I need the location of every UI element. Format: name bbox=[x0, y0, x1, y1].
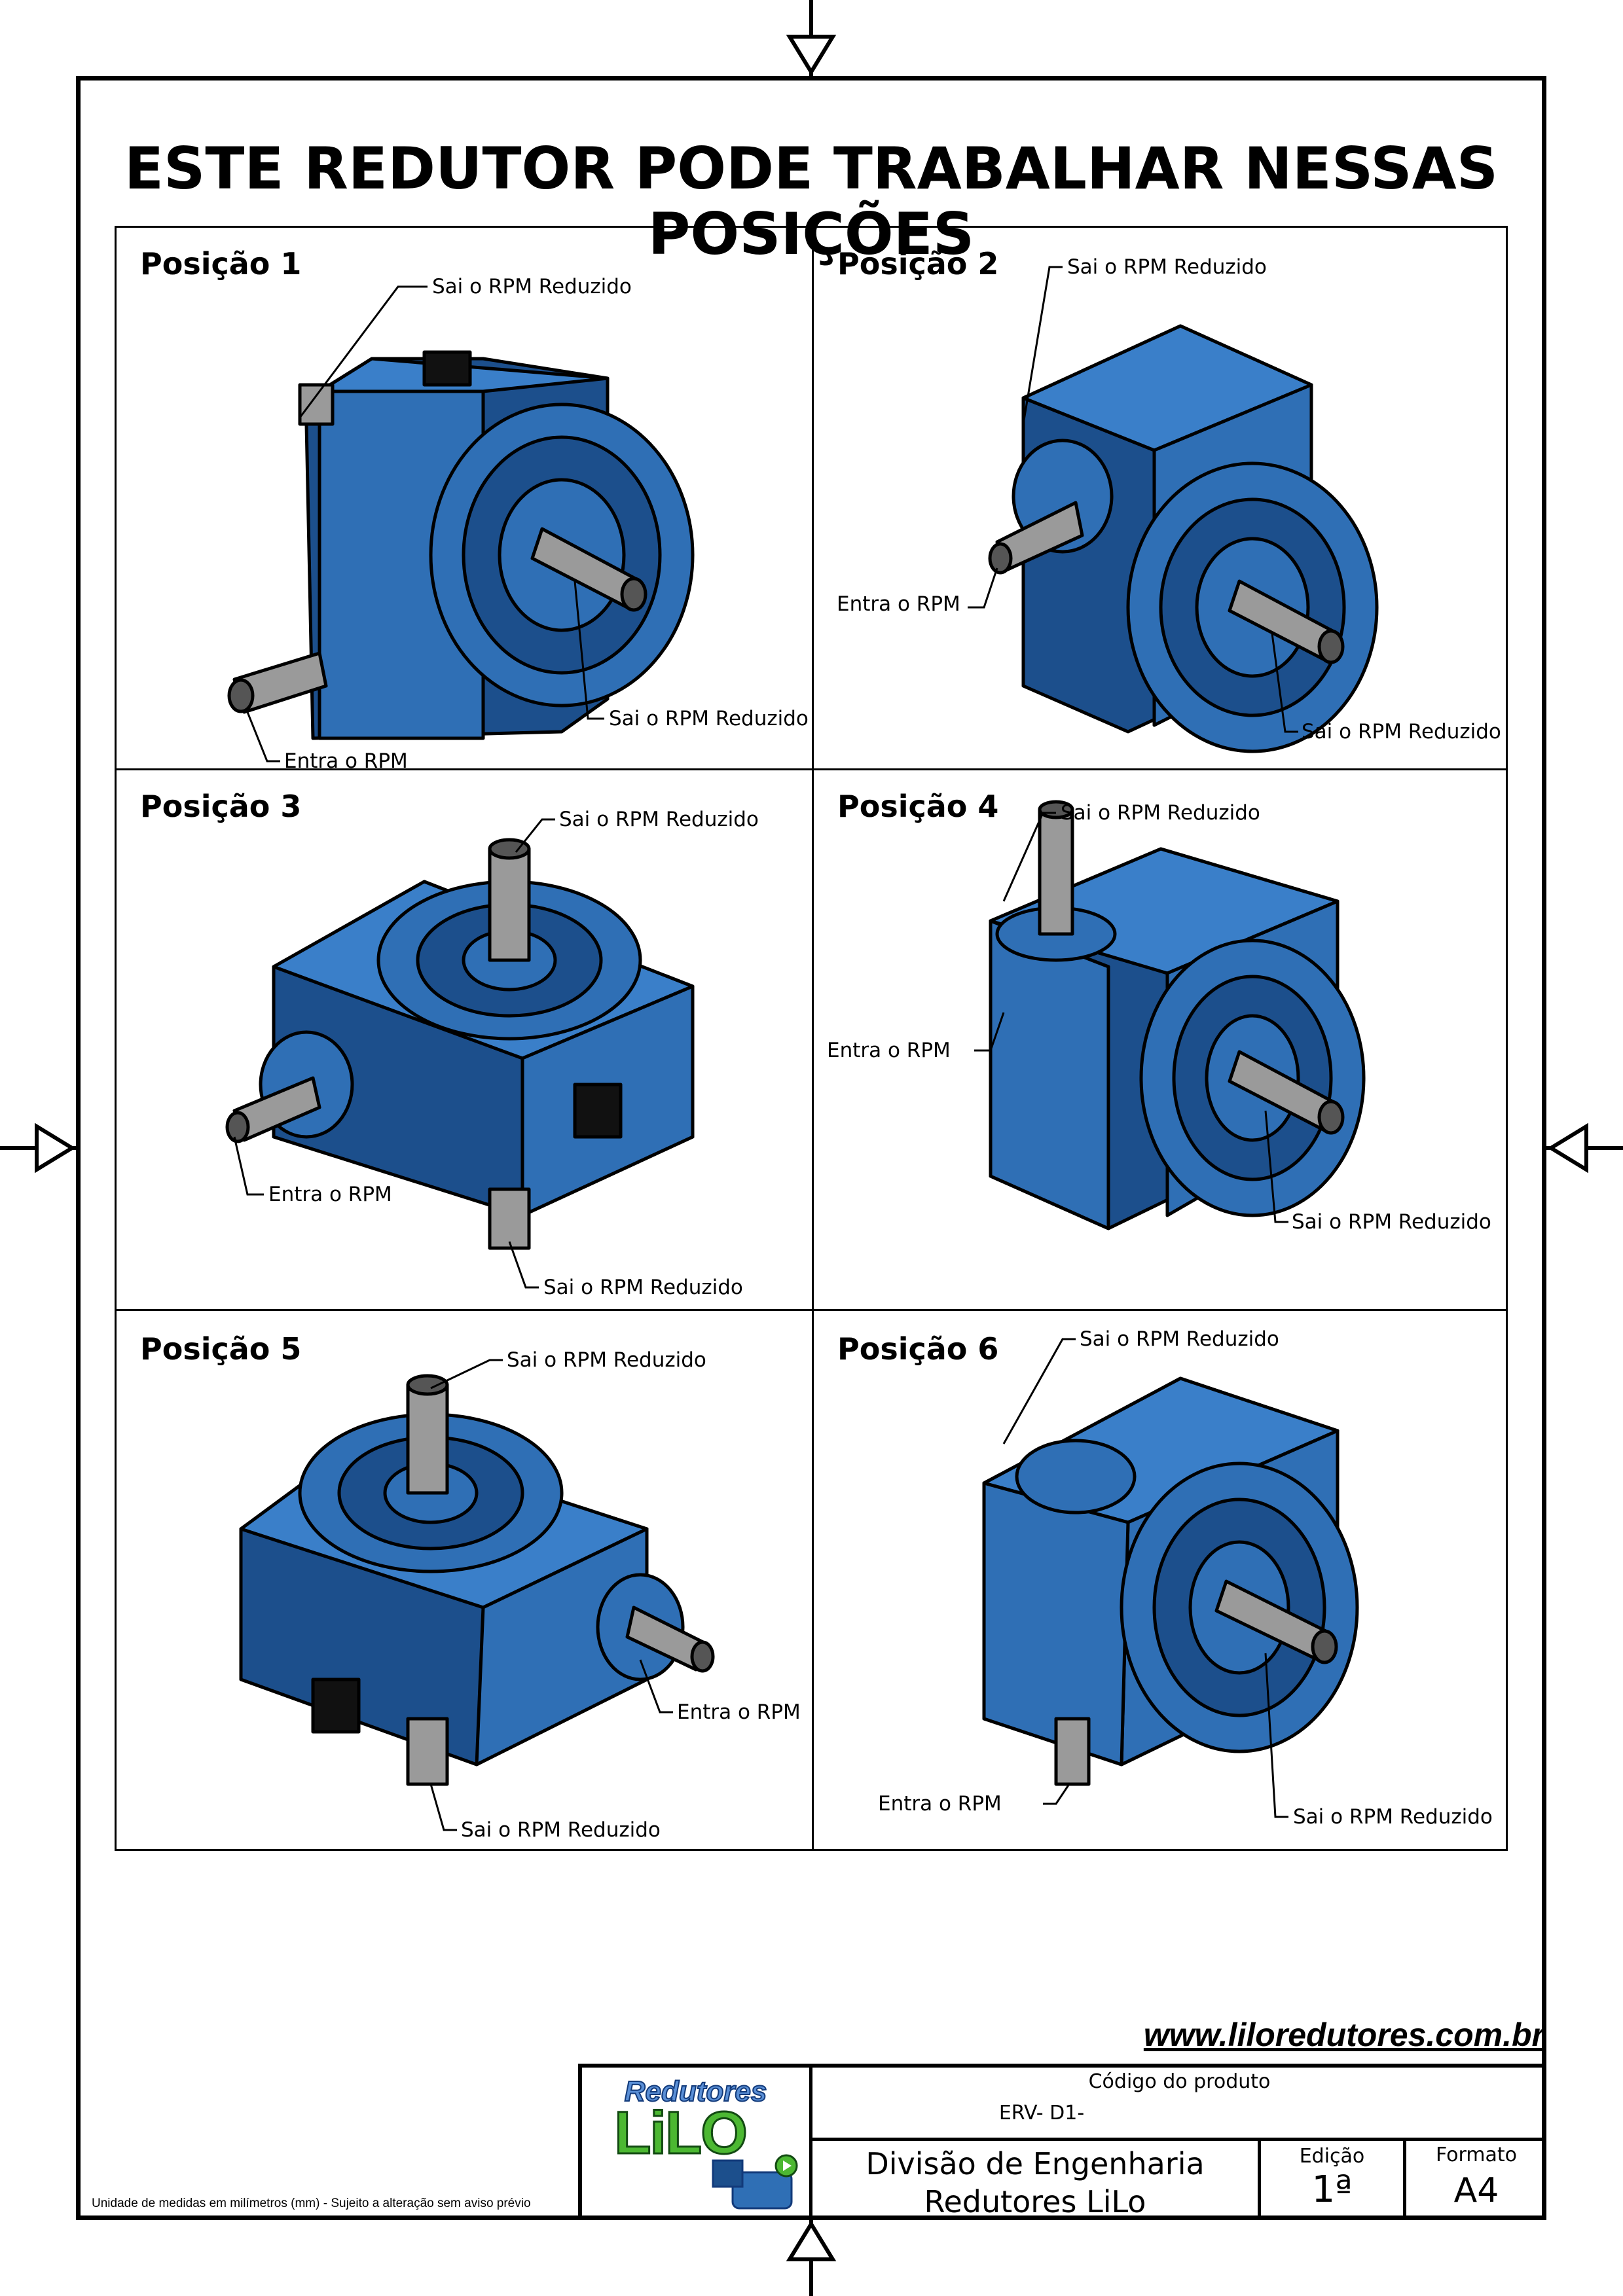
label-input: Entra o RPM bbox=[284, 749, 408, 768]
title-block: Redutores LiLO Código do produto ERV- D1… bbox=[578, 2064, 1546, 2220]
positions-grid: Posição 1 Sai o RPM Reduzi bbox=[115, 226, 1508, 1851]
position-3-title: Posição 3 bbox=[140, 789, 302, 824]
position-1-panel: Posição 1 Sai o RPM Reduzi bbox=[117, 228, 812, 768]
website-link[interactable]: www.liloredutores.com.br bbox=[1143, 2017, 1544, 2053]
label-output: Sai o RPM Reduzido bbox=[1061, 801, 1260, 825]
position-2-panel: Posição 2 Sai o RPM Reduzido bbox=[814, 228, 1509, 768]
reducer-illustration: Sai o RPM Reduzido Entra o RPM Sai o RPM… bbox=[878, 1327, 1493, 1829]
label-output: Sai o RPM Reduzido bbox=[507, 1348, 706, 1372]
company-logo: Redutores LiLO bbox=[582, 2068, 809, 2220]
position-4-panel: Posição 4 Sai o RPM Reduzi bbox=[814, 770, 1509, 1311]
label-output: Sai o RPM Reduzido bbox=[559, 808, 759, 831]
reducer-illustration: Sai o RPM Reduzido Entra o RPM Sai o RPM… bbox=[827, 800, 1491, 1234]
label-output: Sai o RPM Reduzido bbox=[461, 1818, 661, 1842]
label-output: Sai o RPM Reduzido bbox=[432, 275, 632, 298]
logo-wordmark: LiLO bbox=[613, 2099, 749, 2168]
label-input: Entra o RPM bbox=[827, 1039, 951, 1062]
company-name: Redutores LiLo bbox=[924, 2184, 1146, 2219]
position-6-panel: Posição 6 Sai o RPM Reduzido bbox=[814, 1313, 1509, 1854]
position-3-panel: Posição 3 Sai o R bbox=[117, 770, 812, 1311]
product-code-label: Código do produto bbox=[1088, 2070, 1271, 2093]
reducer-illustration: Sai o RPM Reduzido Entra o RPM Sai o RPM… bbox=[225, 808, 759, 1299]
label-output: Sai o RPM Reduzido bbox=[1292, 1210, 1491, 1234]
label-input: Entra o RPM bbox=[837, 592, 960, 616]
logo-wordmark-top: Redutores bbox=[624, 2075, 768, 2108]
reducer-illustration: Sai o RPM Reduzido Entra o RPM Sai o RPM… bbox=[239, 1348, 801, 1842]
label-output: Sai o RPM Reduzido bbox=[1080, 1327, 1279, 1351]
position-5-title: Posição 5 bbox=[140, 1331, 302, 1367]
position-6-title: Posição 6 bbox=[837, 1331, 999, 1367]
format-value: A4 bbox=[1453, 2171, 1499, 2210]
format-label: Formato bbox=[1435, 2144, 1518, 2166]
motor-icon bbox=[712, 2154, 798, 2210]
edition-value: 1ª bbox=[1311, 2168, 1353, 2211]
reducer-illustration: Sai o RPM Reduzido Entra o RPM Sai o RPM… bbox=[837, 255, 1501, 753]
position-2-title: Posição 2 bbox=[837, 246, 999, 281]
label-input: Entra o RPM bbox=[268, 1183, 392, 1206]
label-output: Sai o RPM Reduzido bbox=[1067, 255, 1267, 279]
edition-label: Edição bbox=[1299, 2145, 1365, 2168]
label-input: Entra o RPM bbox=[677, 1700, 801, 1724]
position-5-panel: Posição 5 Sai o R bbox=[117, 1313, 812, 1854]
label-output: Sai o RPM Reduzido bbox=[543, 1276, 743, 1299]
label-output: Sai o RPM Reduzido bbox=[1293, 1805, 1493, 1829]
position-1-title: Posição 1 bbox=[140, 246, 302, 281]
page-title: ESTE REDUTOR PODE TRABALHAR NESSAS POSIÇ… bbox=[124, 135, 1499, 268]
units-disclaimer: Unidade de medidas em milímetros (mm) - … bbox=[92, 2197, 531, 2210]
label-input: Entra o RPM bbox=[878, 1792, 1002, 1816]
position-4-title: Posição 4 bbox=[837, 789, 999, 824]
label-output: Sai o RPM Reduzido bbox=[609, 707, 809, 730]
reducer-illustration: Sai o RPM Reduzido Sai o RPM Reduzido En… bbox=[227, 275, 809, 768]
product-code: ERV- D1- bbox=[998, 2102, 1085, 2125]
label-output: Sai o RPM Reduzido bbox=[1302, 720, 1501, 744]
division-name: Divisão de Engenharia bbox=[866, 2146, 1205, 2181]
